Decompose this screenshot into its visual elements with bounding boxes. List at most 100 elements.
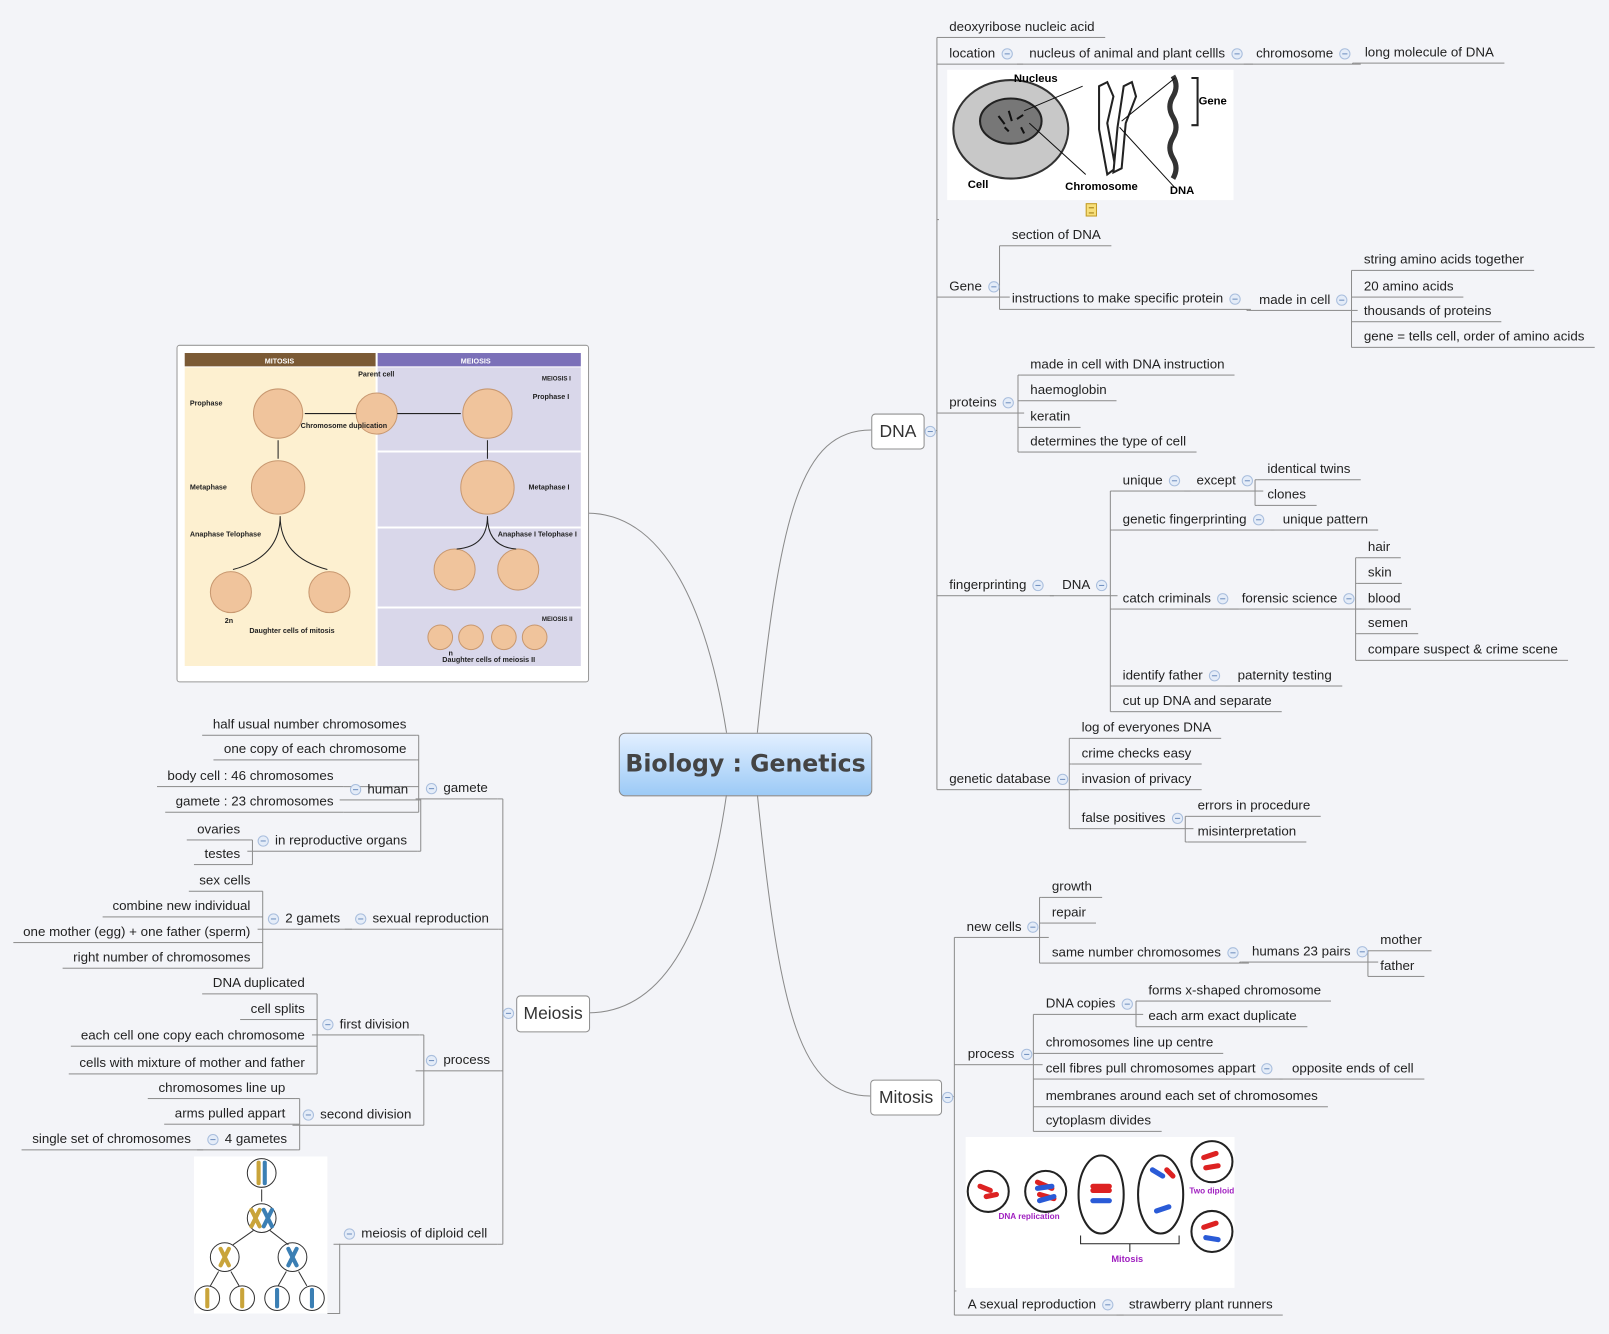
collapse-icon[interactable] bbox=[1261, 1062, 1273, 1074]
collapse-icon[interactable] bbox=[1229, 292, 1241, 305]
collapse-icon[interactable] bbox=[1168, 474, 1181, 486]
node-4-gametes[interactable]: 4 gametes bbox=[197, 1129, 298, 1151]
node-genetic-database[interactable]: genetic database bbox=[938, 769, 1079, 791]
collapse-icon[interactable] bbox=[1001, 47, 1013, 60]
node-a-sexual-reproduction[interactable]: A sexual reproduction bbox=[957, 1294, 1124, 1316]
branch-meiosis[interactable]: Meiosis bbox=[516, 995, 591, 1033]
node-arms-pulled-appart[interactable]: arms pulled appart bbox=[164, 1103, 296, 1125]
node-errors-in-procedure[interactable]: errors in procedure bbox=[1187, 795, 1321, 817]
node-string-amino-acids-together[interactable]: string amino acids together bbox=[1353, 249, 1535, 271]
collapse-icon[interactable] bbox=[349, 783, 362, 795]
node-first-division[interactable]: first division bbox=[311, 1014, 420, 1036]
collapse-icon[interactable] bbox=[1171, 812, 1183, 824]
node-new-cells[interactable]: new cells bbox=[956, 916, 1050, 938]
node-chromosome[interactable]: chromosome bbox=[1245, 43, 1361, 65]
node-dna-copies[interactable]: DNA copies bbox=[1035, 993, 1144, 1015]
node-unique-pattern[interactable]: unique pattern bbox=[1272, 509, 1379, 531]
collapse-icon[interactable] bbox=[1252, 513, 1264, 525]
collapse-icon[interactable] bbox=[1356, 945, 1369, 957]
node-cell-fibres-pull-chromosomes-appart[interactable]: cell fibres pull chromosomes appart bbox=[1035, 1058, 1284, 1080]
node-identify-father[interactable]: identify father bbox=[1112, 665, 1231, 687]
node-haemoglobin[interactable]: haemoglobin bbox=[1020, 380, 1117, 402]
node-ovaries[interactable]: ovaries bbox=[186, 819, 251, 841]
node-opposite-ends-of-cell[interactable]: opposite ends of cell bbox=[1281, 1058, 1424, 1080]
node-2-gamets[interactable]: 2 gamets bbox=[257, 908, 351, 930]
node-each-cell-one-copy-each-chromosome[interactable]: each cell one copy each chromosome bbox=[70, 1025, 316, 1047]
node-long-molecule-of-dna[interactable]: long molecule of DNA bbox=[1354, 42, 1505, 64]
node-paternity-testing[interactable]: paternity testing bbox=[1227, 665, 1343, 687]
node-thousands-of-proteins[interactable]: thousands of proteins bbox=[1353, 301, 1502, 323]
collapse-icon[interactable] bbox=[1242, 474, 1254, 486]
node-gene-tells-cell-order-of-amino-acids[interactable]: gene = tells cell, order of amino acids bbox=[1353, 326, 1595, 348]
node-instructions-to-make-specific-protein[interactable]: instructions to make specific protein bbox=[1001, 288, 1251, 310]
collapse-icon[interactable] bbox=[302, 1108, 315, 1121]
collapse-icon[interactable] bbox=[322, 1018, 334, 1030]
node-cell-splits[interactable]: cell splits bbox=[240, 998, 316, 1021]
node-repair[interactable]: repair bbox=[1041, 902, 1097, 924]
node-unique[interactable]: unique bbox=[1112, 470, 1191, 492]
node-growth[interactable]: growth bbox=[1041, 876, 1103, 898]
collapse-icon[interactable] bbox=[1121, 997, 1133, 1010]
collapse-icon[interactable] bbox=[1057, 773, 1069, 785]
node-testes[interactable]: testes bbox=[194, 844, 251, 866]
collapse-icon[interactable] bbox=[1032, 579, 1044, 591]
node-combine-new-individual[interactable]: combine new individual bbox=[102, 896, 261, 918]
node-compare-suspect-crime-scene[interactable]: compare suspect & crime scene bbox=[1357, 639, 1569, 661]
collapse-icon[interactable] bbox=[1336, 294, 1348, 306]
node-body-cell-46-chromosomes[interactable]: body cell : 46 chromosomes bbox=[157, 766, 344, 788]
node-cells-with-mixture-of-mother-and-father[interactable]: cells with mixture of mother and father bbox=[69, 1053, 316, 1075]
node-one-copy-of-each-chromosome[interactable]: one copy of each chromosome bbox=[213, 739, 417, 761]
node-membranes-around-each-set-of-chromosomes[interactable]: membranes around each set of chromosomes bbox=[1035, 1086, 1329, 1108]
node-20-amino-acids[interactable]: 20 amino acids bbox=[1353, 276, 1464, 298]
node-gamete[interactable]: gamete bbox=[415, 778, 499, 800]
collapse-icon[interactable] bbox=[257, 834, 269, 847]
branch-mitosis[interactable]: Mitosis bbox=[870, 1079, 943, 1116]
node-blood[interactable]: blood bbox=[1357, 588, 1411, 610]
node-crime-checks-easy[interactable]: crime checks easy bbox=[1071, 743, 1202, 765]
collapse-icon[interactable] bbox=[1002, 396, 1015, 408]
node-chromosomes-line-up[interactable]: chromosomes line up bbox=[148, 1078, 296, 1100]
node-forms-x-shaped-chromosome[interactable]: forms x-shaped chromosome bbox=[1138, 980, 1332, 1002]
node-section-of-dna[interactable]: section of DNA bbox=[1001, 225, 1112, 247]
node-one-mother-egg-one-father-sperm[interactable]: one mother (egg) + one father (sperm) bbox=[12, 922, 261, 944]
node-process[interactable]: process bbox=[957, 1044, 1043, 1066]
node-fingerprinting[interactable]: fingerprinting bbox=[938, 575, 1055, 597]
node-keratin[interactable]: keratin bbox=[1020, 406, 1081, 428]
collapse-icon[interactable] bbox=[355, 912, 367, 925]
node-single-set-of-chromosomes[interactable]: single set of chromosomes bbox=[21, 1129, 202, 1151]
node-deoxyribose-nucleic-acid[interactable]: deoxyribose nucleic acid bbox=[938, 16, 1105, 38]
node-catch-criminals[interactable]: catch criminals bbox=[1112, 588, 1239, 610]
node-location[interactable]: location bbox=[938, 43, 1023, 65]
collapse-icon[interactable] bbox=[267, 912, 280, 925]
node-hair[interactable]: hair bbox=[1357, 537, 1401, 559]
collapse-icon[interactable] bbox=[1343, 592, 1355, 604]
node-same-number-chromosomes[interactable]: same number chromosomes bbox=[1041, 942, 1249, 964]
node-dna-duplicated[interactable]: DNA duplicated bbox=[202, 973, 316, 995]
node-determines-the-type-of-cell[interactable]: determines the type of cell bbox=[1020, 431, 1197, 453]
collapse-icon[interactable] bbox=[1217, 592, 1229, 604]
node-made-in-cell-with-dna-instruction[interactable]: made in cell with DNA instruction bbox=[1020, 354, 1235, 376]
node-nucleus-of-animal-and-plant-cellls[interactable]: nucleus of animal and plant cellls bbox=[1019, 43, 1253, 65]
node-gene[interactable]: Gene bbox=[938, 276, 1010, 298]
node-strawberry-plant-runners[interactable]: strawberry plant runners bbox=[1118, 1294, 1283, 1316]
node-right-number-of-chromosomes[interactable]: right number of chromosomes bbox=[62, 947, 261, 969]
node-genetic-fingerprinting[interactable]: genetic fingerprinting bbox=[1112, 509, 1275, 531]
collapse-icon[interactable] bbox=[502, 1007, 515, 1020]
collapse-icon[interactable] bbox=[1208, 669, 1221, 681]
branch-dna[interactable]: DNA bbox=[871, 413, 925, 450]
node-each-arm-exact-duplicate[interactable]: each arm exact duplicate bbox=[1138, 1006, 1307, 1028]
node-proteins[interactable]: proteins bbox=[938, 392, 1025, 414]
node-clones[interactable]: clones bbox=[1257, 484, 1317, 506]
node-semen[interactable]: semen bbox=[1357, 613, 1419, 635]
node-forensic-science[interactable]: forensic science bbox=[1231, 588, 1366, 610]
node-mother[interactable]: mother bbox=[1369, 930, 1433, 952]
node-chromosomes-line-up-centre[interactable]: chromosomes line up centre bbox=[1035, 1032, 1224, 1054]
collapse-icon[interactable] bbox=[1227, 946, 1239, 958]
node-half-usual-number-chromosomes[interactable]: half usual number chromosomes bbox=[202, 714, 417, 736]
node-identical-twins[interactable]: identical twins bbox=[1257, 459, 1361, 481]
node-second-division[interactable]: second division bbox=[292, 1104, 422, 1126]
collapse-icon[interactable] bbox=[1020, 1048, 1032, 1060]
node-log-of-everyones-dna[interactable]: log of everyones DNA bbox=[1071, 717, 1222, 739]
node-gamete-23-chromosomes[interactable]: gamete : 23 chromosomes bbox=[165, 791, 344, 813]
collapse-icon[interactable] bbox=[988, 280, 1000, 292]
